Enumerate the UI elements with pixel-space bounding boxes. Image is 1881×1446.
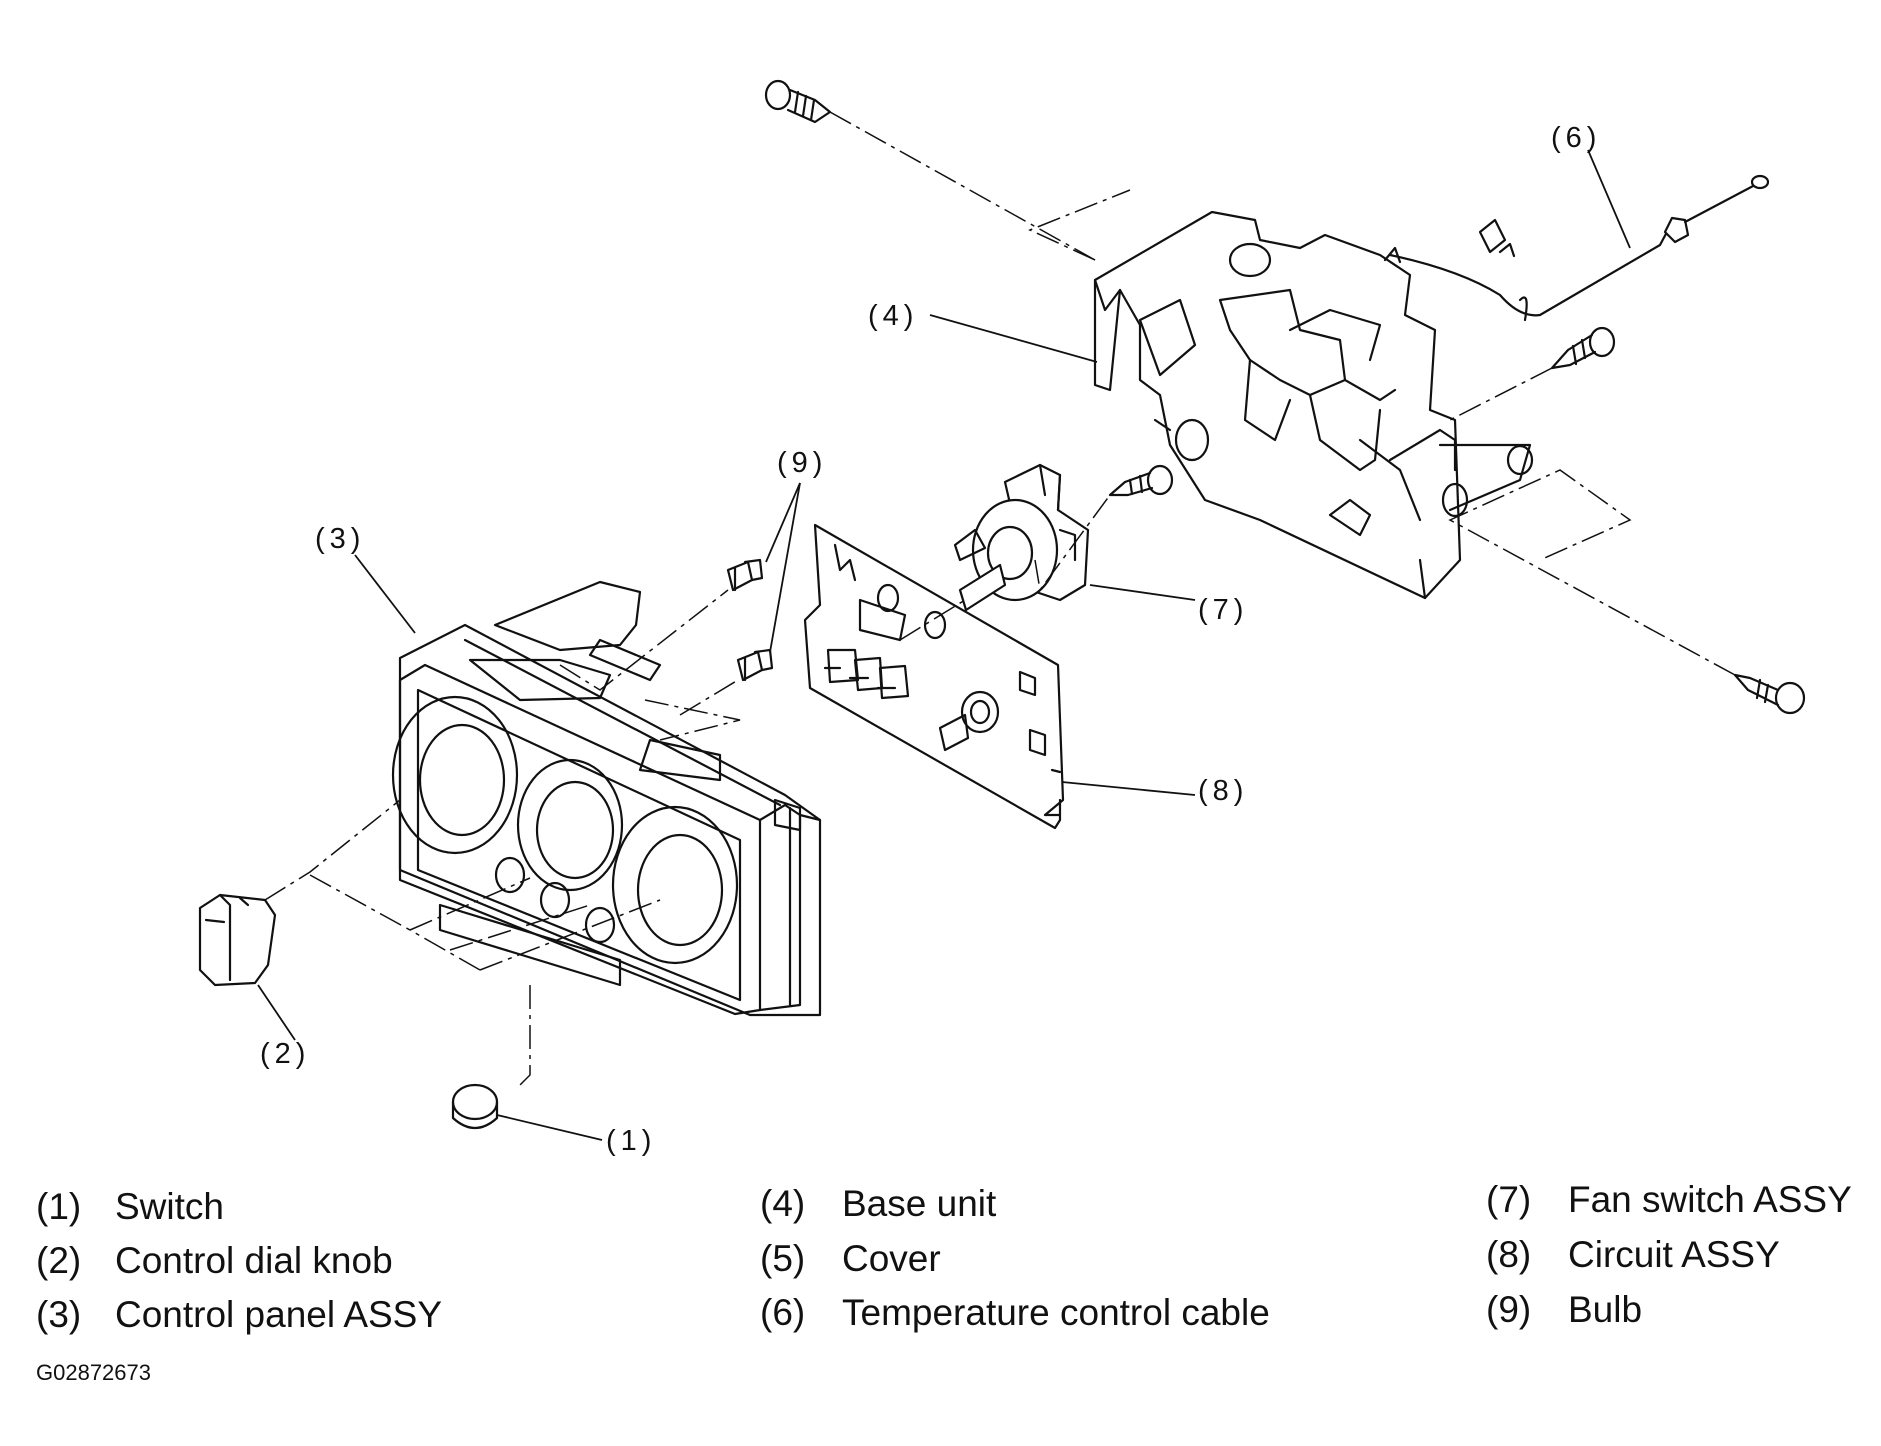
legend-text-8: Circuit ASSY [1568, 1234, 1780, 1275]
screw-fan-switch [1110, 466, 1172, 495]
legend-text-7: Fan switch ASSY [1568, 1179, 1852, 1220]
base-unit [1095, 212, 1532, 598]
legend-text-5: Cover [842, 1238, 941, 1279]
legend-num-9: (9) [1486, 1289, 1532, 1330]
control-dial-knob [200, 895, 275, 985]
leader-lines [258, 150, 1630, 1140]
legend-num-5: (5) [760, 1238, 806, 1279]
legend-num-2: (2) [36, 1240, 82, 1281]
legend-num-1: (1) [36, 1186, 82, 1227]
right-dial [613, 807, 737, 963]
control-panel-assy [393, 582, 820, 1015]
figure-id: G02872673 [36, 1360, 151, 1385]
screw-right-upper [1552, 328, 1614, 368]
screw-right-lower [1735, 675, 1804, 713]
temperature-control-cable [1385, 176, 1768, 320]
callout-9: (9) [777, 447, 827, 479]
callout-2: (2) [260, 1038, 310, 1070]
callout-6: (6) [1551, 122, 1601, 154]
switch-part [453, 1085, 497, 1128]
legend-num-4: (4) [760, 1183, 806, 1224]
legend-num-8: (8) [1486, 1234, 1532, 1275]
legend-text-9: Bulb [1568, 1289, 1643, 1330]
callout-8: (8) [1198, 775, 1248, 807]
legend-text-3: Control panel ASSY [115, 1294, 443, 1335]
callout-4: (4) [868, 300, 918, 332]
legend-num-6: (6) [760, 1292, 806, 1333]
circuit-assy [805, 525, 1063, 828]
center-dial [518, 760, 622, 890]
callout-7: (7) [1198, 594, 1248, 626]
legend-num-3: (3) [36, 1294, 82, 1335]
fan-switch-assy [955, 465, 1088, 610]
callout-1: (1) [606, 1125, 656, 1157]
callout-3: (3) [315, 523, 365, 555]
legend-text-4: Base unit [842, 1183, 997, 1224]
legend-text-1: Switch [115, 1186, 224, 1227]
left-dial [393, 697, 517, 853]
legend-num-7: (7) [1486, 1179, 1532, 1220]
assembly-lines [265, 112, 1735, 1085]
legend-text-6: Temperature control cable [842, 1292, 1270, 1333]
bulbs [728, 560, 772, 680]
legend-text-2: Control dial knob [115, 1240, 393, 1281]
screw-top-left [766, 81, 830, 122]
